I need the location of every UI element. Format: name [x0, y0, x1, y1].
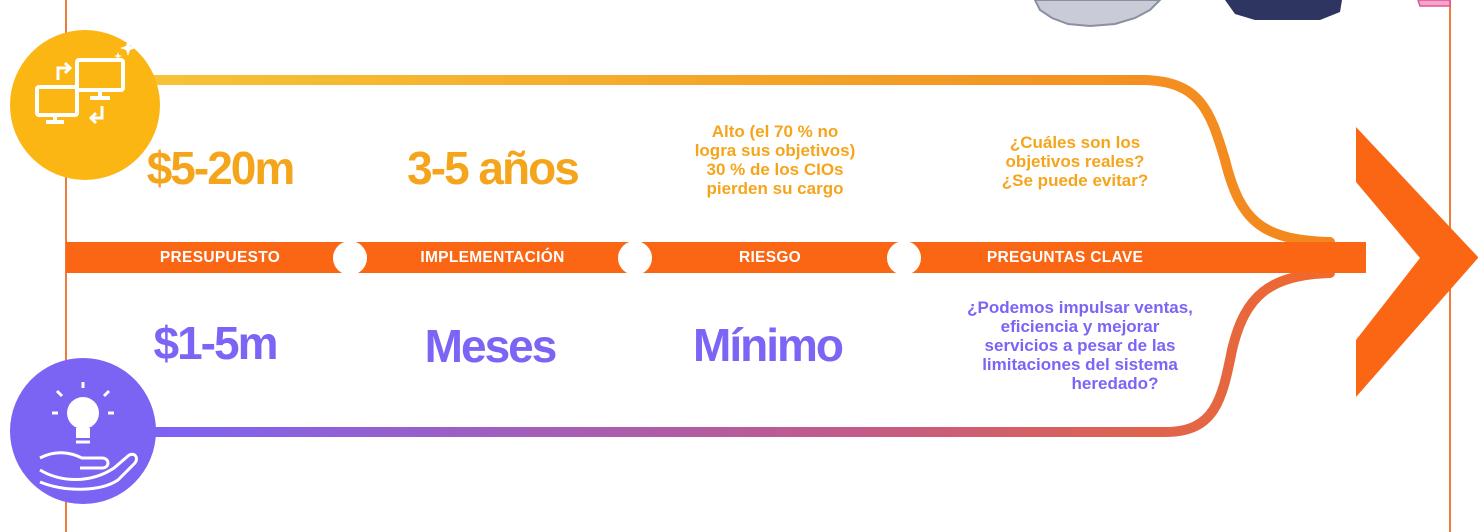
questions-top-line: objetivos reales?	[1005, 152, 1145, 171]
risk-top-line: logra sus objetivos)	[694, 141, 856, 160]
separator-dot	[333, 241, 367, 275]
category-band	[66, 242, 1366, 273]
risk-top-text: Alto (el 70 % no logra sus objetivos) 30…	[650, 122, 900, 198]
pink-card-decoration	[1417, 0, 1451, 7]
budget-bottom-value: $1-5m	[153, 317, 279, 369]
risk-top-line: pierden su cargo	[706, 179, 844, 198]
implementation-bottom-value: Meses	[424, 320, 558, 372]
label-implementacion: IMPLEMENTACIÓN	[420, 249, 565, 266]
questions-bottom-line: eficiencia y mejorar	[1000, 317, 1160, 336]
risk-top-line: 30 % de los CIOs	[706, 160, 844, 179]
questions-bottom-text: ¿Podemos impulsar ventas, eficiencia y m…	[930, 298, 1230, 393]
separator-dot	[887, 241, 921, 275]
questions-top-line: ¿Se puede evitar?	[1001, 171, 1149, 190]
label-riesgo: RIESGO	[738, 249, 802, 266]
questions-bottom-line: servicios a pesar de las	[984, 336, 1176, 355]
risk-top-line: Alto (el 70 % no	[711, 122, 839, 141]
label-presupuesto: PRESUPUESTO	[159, 249, 281, 266]
budget-top-value: $5-20m	[146, 142, 296, 194]
bottom-path-line	[125, 268, 1335, 437]
label-preguntas-clave: PREGUNTAS CLAVE	[986, 249, 1144, 266]
laptop-decoration	[1225, 0, 1342, 20]
questions-top-line: ¿Cuáles son los	[1009, 133, 1141, 152]
questions-top-text: ¿Cuáles son los objetivos reales? ¿Se pu…	[950, 133, 1200, 190]
lightbulb-in-hand-icon	[10, 358, 156, 504]
risk-bottom-value: Mínimo	[693, 319, 844, 371]
questions-bottom-line: heredado?	[1071, 374, 1159, 393]
separator-dot	[618, 241, 652, 275]
questions-bottom-line: ¿Podemos impulsar ventas,	[967, 298, 1193, 317]
computer-migration-icon	[10, 30, 160, 180]
gear-decoration	[1033, 0, 1162, 28]
arrow-head	[1356, 127, 1478, 397]
implementation-top-value: 3-5 años	[407, 142, 580, 194]
top-path-line	[125, 75, 1335, 247]
questions-bottom-line: limitaciones del sistema	[982, 355, 1178, 374]
